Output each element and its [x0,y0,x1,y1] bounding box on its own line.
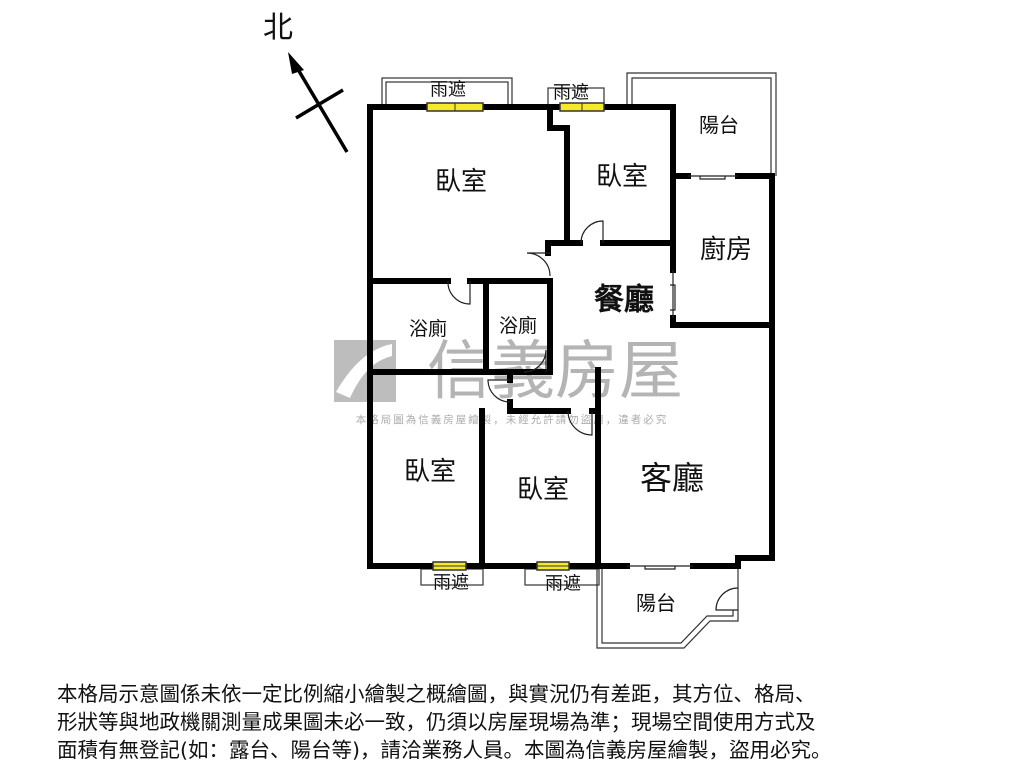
room-living: 客廳 [640,459,704,497]
door-bath-right[interactable] [523,349,547,373]
sliding-door-balcony-top[interactable] [688,175,738,180]
room-kitchen: 廚房 [700,235,752,265]
room-bedroom: 臥室 [404,457,456,487]
room-balcony: 陽台 [699,113,739,137]
disclaimer-line: 面積有無登記(如：露台、陽台等)，請洽業務人員。本圖為信義房屋繪製，盜用必究。 [57,738,832,762]
door-corridor[interactable] [487,379,511,403]
canopy-label: 雨遮 [430,80,466,101]
canopy-label: 雨遮 [553,83,589,104]
room-labels: 臥室 臥室 陽台 廚房 餐廳 浴廁 浴廁 臥室 臥室 客廳 陽台 雨遮 雨遮 雨… [404,80,752,616]
disclaimer-line: 本格局示意圖係未依一定比例縮小繪製之概繪圖，與實況仍有差距，其方位、格局、 [57,682,816,706]
sliding-door-kitchen[interactable] [670,270,676,318]
room-bedroom: 臥室 [596,162,648,192]
room-balcony: 陽台 [636,591,676,615]
floor-plan: 信義房屋 本格局圖為信義房屋繪製，未經允許請勿盜用，違者必究 北 [263,11,777,649]
doors [447,175,739,611]
canopy-label: 雨遮 [433,573,469,594]
room-bath: 浴廁 [499,314,537,337]
room-bath: 浴廁 [409,317,447,340]
arrow-head-icon [288,52,304,74]
room-bedroom: 臥室 [517,475,569,505]
room-dining: 餐廳 [594,283,654,318]
room-bedroom: 臥室 [435,167,487,197]
sliding-door-living[interactable] [627,565,693,570]
north-arrow: 北 [263,11,349,153]
door-bedroom-bottom-mid[interactable] [567,410,593,436]
canopy-label: 雨遮 [545,574,581,595]
north-label: 北 [263,11,293,46]
door-bath-left[interactable] [447,280,471,305]
windows [426,102,605,571]
door-bedroom-top-right[interactable] [580,220,604,244]
door-bedroom-top-left[interactable] [526,252,551,277]
walls [367,104,775,569]
door-balcony-bottom[interactable] [715,587,739,611]
disclaimer-line: 形狀等與地政機關測量成果圖未必一致，仍須以房屋現場為準；現場空間使用方式及 [57,710,816,734]
watermark-notice: 本格局圖為信義房屋繪製，未經允許請勿盜用，違者必究 [356,413,669,426]
disclaimer: 本格局示意圖係未依一定比例縮小繪製之概繪圖，與實況仍有差距，其方位、格局、 形狀… [57,680,977,764]
